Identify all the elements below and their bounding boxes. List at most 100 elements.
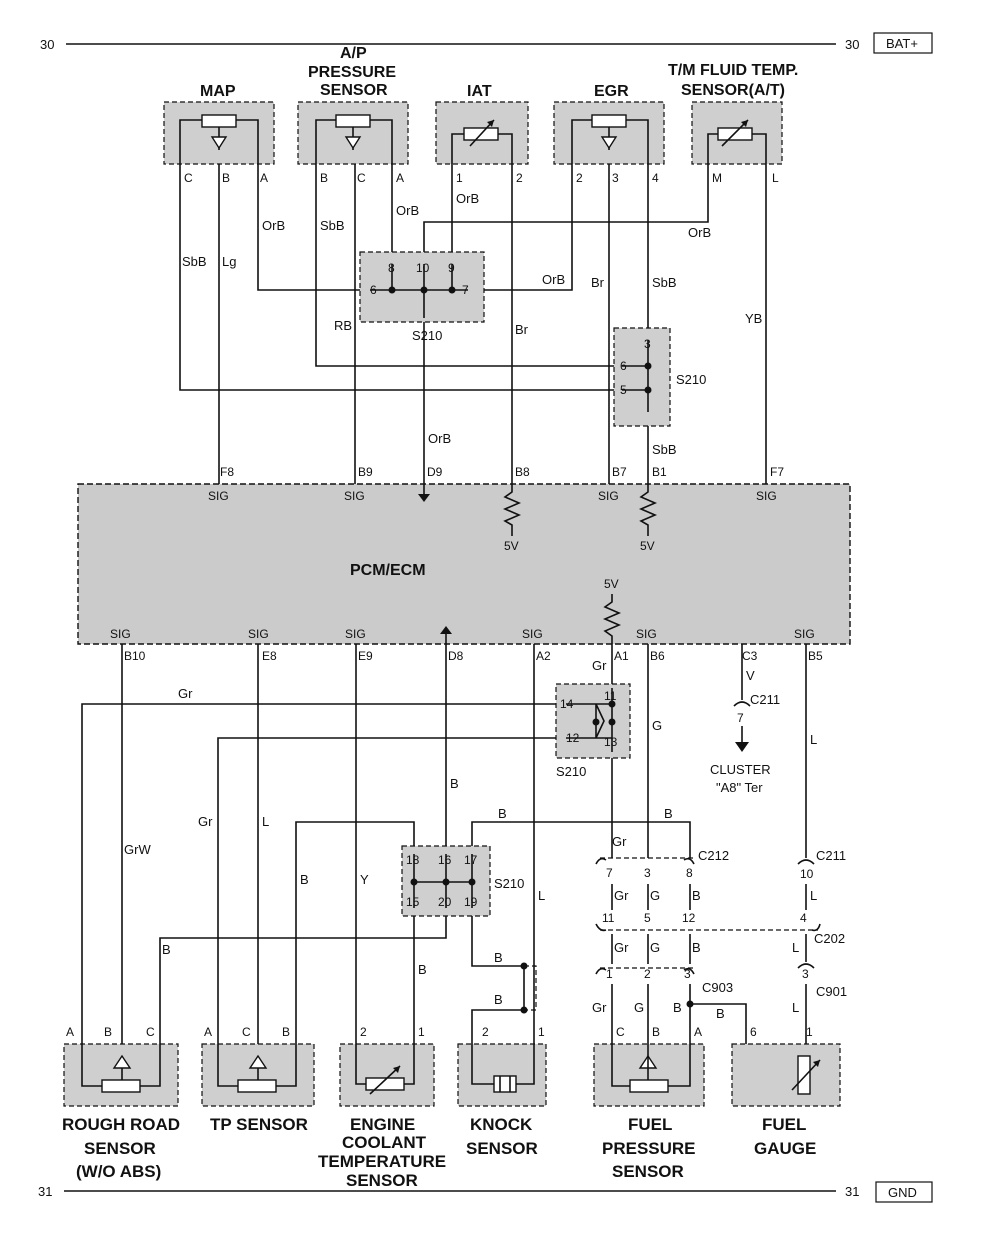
wire-label-ap-c: RB [334,318,352,333]
tp-pin-b: B [282,1025,290,1039]
tm-pin-m: M [712,171,722,185]
connector-stack: 7 3 8 C212 11 5 12 4 C202 1 2 3 C903 [595,848,845,1075]
knock-sensor [457,1043,547,1107]
tm-fluid-temp-sensor [691,101,783,165]
wire-label-knock-b2: B [494,992,503,1007]
s210-lower-pin-18: 18 [406,853,420,867]
wire-label-c901-l: L [792,1000,799,1015]
s210-mid-pin-11: 11 [604,689,617,703]
tp-pin-c: C [242,1025,251,1039]
pcm-pin-b7: B7 [612,465,627,479]
rough-pin-c: C [146,1025,155,1039]
ap-pin-c: C [357,171,366,185]
c202-label: C202 [814,931,845,946]
c211-gauge-pin: 10 [800,867,814,881]
wire-label-map-c: SbB [182,254,207,269]
wire-label-gr-c212: Gr [612,834,627,849]
wire-label-tp-b: B [300,872,309,887]
wire-label-a2: L [538,888,545,903]
wire-label-d8: B [450,776,459,791]
ap-pin-b: B [320,171,328,185]
fps-pin-b: B [652,1025,660,1039]
pcm-pin-b9: B9 [358,465,373,479]
wire-label-b1: SbB [652,442,677,457]
c211-cluster-pin: 7 [737,711,744,725]
wire-label-rough-c: B [162,942,171,957]
map-pin-a: A [260,171,268,185]
s210-top-pin-6: 6 [370,283,377,297]
wire-label-b-c212: B [664,806,673,821]
iat-sensor [435,101,529,165]
wire-label-fps-a: B [673,1000,682,1015]
pcm-sig-b5: SIG [794,627,815,641]
s210-right-pin-3: 3 [644,337,651,351]
bat-rail: 30 30 BAT+ [40,32,933,54]
pcm-b1-5v: 5V [640,539,655,553]
engine-coolant-temp-sensor [339,1043,435,1107]
tm-pin-l: L [772,171,779,185]
bat-rail-left-number: 30 [40,37,54,52]
ap-sensor-title-line1: A/P [340,45,367,62]
pcm-pin-f8: F8 [220,465,234,479]
pcm-pin-e8: E8 [262,649,277,663]
wire-label-c202-l: L [792,940,799,955]
tp-sensor-title: TP SENSOR [210,1115,308,1134]
pcm-pin-b5: B5 [808,649,823,663]
lower-wires [81,644,807,1080]
s210-right-pin-6: 6 [620,359,627,373]
gnd-rail-left-number: 31 [38,1184,52,1199]
iat-pin-1: 1 [456,171,463,185]
pcm-pin-f7: F7 [770,465,784,479]
pcm-pin-b8: B8 [515,465,530,479]
rough-pin-b: B [104,1025,112,1039]
wire-label-ap-b: SbB [320,218,345,233]
fps-title-line1: FUEL [628,1115,672,1134]
wire-label-b5: L [810,732,817,747]
knock-title-line2: SENSOR [466,1139,538,1158]
rough-pin-a: A [66,1025,74,1039]
wire-label-map-b: Lg [222,254,236,269]
ap-pressure-sensor [297,101,409,165]
wire-label-s210-17: B [498,806,507,821]
wire-label-c212-gr: Gr [614,888,629,903]
gnd-rail-right-number: 31 [845,1184,859,1199]
wire-label-tp-a: Gr [198,814,213,829]
wire-label-map-a: OrB [262,218,285,233]
c211-cluster-connector: 7 C211 CLUSTER "A8" Ter [710,692,780,795]
map-sensor [163,101,275,165]
s210-lower-pin-16: 16 [438,853,452,867]
pcm-sig-b9: SIG [344,489,365,503]
c212-pin-3: 3 [644,866,651,880]
c211-gauge-label: C211 [816,848,846,863]
iat-sensor-title: IAT [467,83,492,100]
s210-splice-top: 8 10 9 6 7 S210 [359,251,485,343]
pcm-pin-a2: A2 [536,649,551,663]
pcm-sig-b7: SIG [598,489,619,503]
ect-pin-2: 2 [360,1025,367,1039]
c202-pin-11: 11 [602,911,615,925]
c202-pin-4: 4 [800,911,807,925]
s210-lower-pin-15: 15 [406,895,420,909]
rough-road-title-line1: ROUGH ROAD [62,1115,180,1134]
pcm-pin-b6: B6 [650,649,665,663]
ect-pin-1: 1 [418,1025,425,1039]
fps-title-line3: SENSOR [612,1162,684,1181]
s210-right-pin-5: 5 [620,383,627,397]
ap-pin-a: A [396,171,404,185]
wire-label-ap-a: OrB [396,203,419,218]
s210-splice-lower: 18 16 17 15 20 19 S210 [401,845,524,917]
upper-wires [179,164,767,484]
egr-sensor [553,101,665,165]
gauge-title-line2: GAUGE [754,1139,816,1158]
pcm-pin-a1: A1 [614,649,629,663]
s210-mid-pin-13: 13 [604,735,618,749]
wire-label-c212-b: B [692,888,701,903]
wire-label-c202-gr: Gr [614,940,629,955]
s210-lower-label: S210 [494,876,524,891]
s210-top-pin-9: 9 [448,261,455,275]
iat-pin-2: 2 [516,171,523,185]
wire-label-b10: GrW [124,842,151,857]
wire-label-rough-a: Gr [178,686,193,701]
fps-pin-c: C [616,1025,625,1039]
wire-label-c3: V [746,668,755,683]
